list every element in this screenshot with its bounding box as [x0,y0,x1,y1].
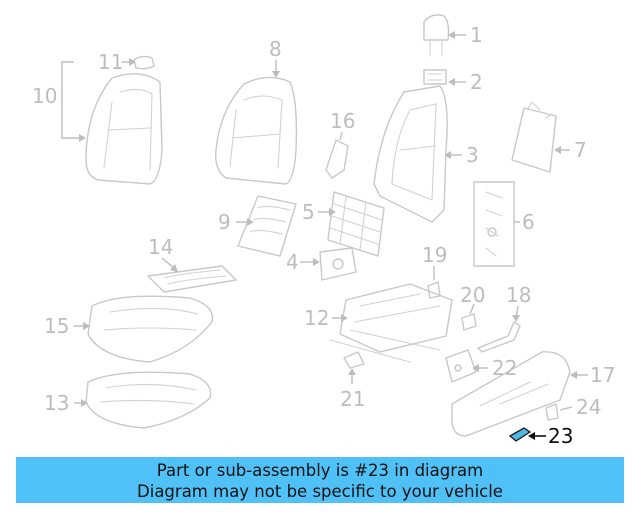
part-9-back-heater[interactable] [237,195,297,257]
callout-23-highlighted: 23 [548,424,573,448]
part-15-cushion-pad[interactable] [87,295,214,363]
banner-line-part-number: Part or sub-assembly is #23 in diagram [156,461,484,480]
callout-17: 17 [590,363,615,387]
callout-12: 12 [304,306,329,330]
part-5-lumbar-support[interactable] [327,191,385,257]
callout-20: 20 [460,283,485,307]
part-11-clip[interactable] [133,55,155,70]
part-6-hardware-kit[interactable] [473,181,515,267]
callout-4: 4 [286,250,299,274]
part-20-clip[interactable] [461,313,477,331]
callout-18: 18 [506,283,531,307]
part-23-knob-highlighted[interactable] [508,427,532,442]
part-16-bracket[interactable] [325,139,349,179]
callout-24: 24 [576,395,601,419]
parts-diagram: 1 2 3 4 5 6 7 8 9 10 11 12 13 14 15 16 1… [32,14,615,448]
info-banner: Part or sub-assembly is #23 in diagram D… [16,457,624,503]
callout-5: 5 [302,200,315,224]
callout-8: 8 [269,37,282,61]
part-12-seat-frame[interactable] [329,283,453,363]
callout-10: 10 [32,84,57,108]
callout-11: 11 [98,50,123,74]
part-22-switch-module[interactable] [445,349,477,383]
callout-6: 6 [522,210,535,234]
callout-22: 22 [492,356,517,380]
part-8-seat-back-pad[interactable] [215,76,298,185]
part-13-seat-cushion[interactable] [85,371,212,429]
callout-7: 7 [574,138,587,162]
leader-lines [61,31,588,440]
callout-14: 14 [148,235,173,259]
part-18-lever[interactable] [477,321,521,353]
callout-13: 13 [44,391,69,415]
callout-1: 1 [470,23,483,47]
callout-9: 9 [218,210,231,234]
callout-3: 3 [466,143,479,167]
callout-16: 16 [330,109,355,133]
part-10-seat-back-cover[interactable] [85,73,163,185]
part-19-bracket[interactable] [427,281,441,299]
banner-line-disclaimer: Diagram may not be specific to your vehi… [137,482,503,501]
part-14-cushion-heater[interactable] [147,265,237,293]
callout-15: 15 [44,314,69,338]
callout-19: 19 [422,243,447,267]
part-21-bracket[interactable] [343,351,365,369]
part-17-side-shield[interactable] [451,351,571,437]
callout-21: 21 [340,387,365,411]
part-1-headrest[interactable] [423,14,450,57]
part-2-headrest-guide[interactable] [423,69,447,85]
callout-2: 2 [470,70,483,94]
part-24-clip[interactable] [545,403,559,421]
part-3-seat-back-frame[interactable] [373,85,448,223]
part-4-recliner[interactable] [319,247,357,281]
part-7-back-panel[interactable] [511,101,557,173]
